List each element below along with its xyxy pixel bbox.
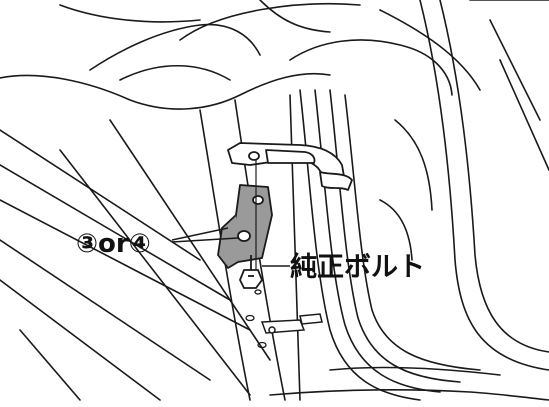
leader-lines bbox=[171, 227, 290, 267]
lower-clamp bbox=[260, 313, 323, 334]
part-number-label: ③or④ bbox=[76, 229, 151, 259]
upper-mount-bracket bbox=[227, 142, 353, 191]
body-holes bbox=[245, 289, 267, 349]
gray-bracket-part bbox=[217, 184, 273, 269]
bolt-label: 純正ボルト bbox=[290, 251, 425, 283]
bolt bbox=[239, 255, 264, 289]
